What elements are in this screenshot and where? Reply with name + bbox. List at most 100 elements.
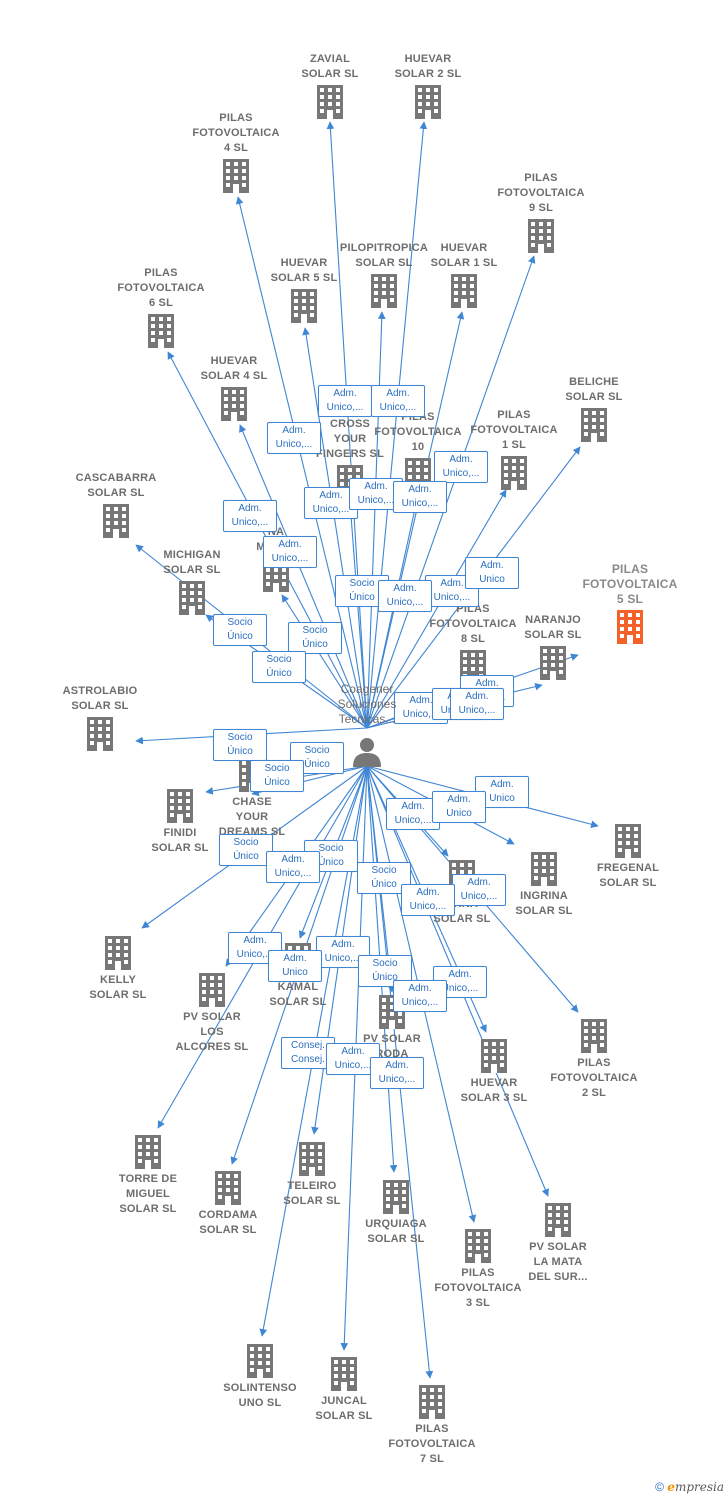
- role-label-huevar4[interactable]: Socio Único: [288, 622, 342, 654]
- role-label-huevar5[interactable]: Adm. Unico,...: [267, 422, 321, 454]
- building-icon[interactable]: [87, 717, 113, 751]
- building-icon[interactable]: [615, 824, 641, 858]
- center-node-label[interactable]: Coagener Soluciones Tecnicas...: [337, 682, 397, 726]
- company-label-solintenso[interactable]: SOLINTENSO UNO SL: [223, 1382, 297, 1409]
- building-icon[interactable]: [581, 408, 607, 442]
- company-label-cascabarra[interactable]: CASCABARRA SOLAR SL: [75, 472, 157, 499]
- building-icon[interactable]: [528, 219, 554, 253]
- building-icon[interactable]: [371, 274, 397, 308]
- company-label-pilas2[interactable]: PILAS FOTOVOLTAICA 2 SL: [550, 1057, 638, 1099]
- edge-huevar5: [302, 327, 368, 729]
- building-icon[interactable]: [481, 1039, 507, 1073]
- company-label-juncal[interactable]: JUNCAL SOLAR SL: [315, 1395, 373, 1422]
- building-icon[interactable]: [247, 1344, 273, 1378]
- role-label-huevar2[interactable]: Adm. Unico,...: [371, 385, 425, 417]
- company-label-pilas6[interactable]: PILAS FOTOVOLTAICA 6 SL: [117, 267, 205, 309]
- person-icon[interactable]: [352, 736, 382, 768]
- building-icon[interactable]: [581, 1019, 607, 1053]
- company-label-pilas5[interactable]: PILAS FOTOVOLTAICA 5 SL: [582, 562, 678, 606]
- company-label-finidi[interactable]: FINIDI SOLAR SL: [151, 827, 209, 854]
- role-label-huevar1[interactable]: Adm. Unico,...: [393, 481, 447, 513]
- building-icon[interactable]: [415, 85, 441, 119]
- role-label-kelly[interactable]: Socio Único: [219, 834, 273, 866]
- company-label-huevar3[interactable]: HUEVAR SOLAR 3 SL: [460, 1077, 528, 1104]
- company-label-michigan[interactable]: MICHIGAN SOLAR SL: [163, 549, 221, 576]
- building-icon[interactable]: [331, 1357, 357, 1391]
- company-label-pilas7[interactable]: PILAS FOTOVOLTAICA 7 SL: [388, 1423, 476, 1465]
- company-label-pilopitropica[interactable]: PILOPITROPICA SOLAR SL: [339, 242, 429, 269]
- company-label-ingrina[interactable]: INGRINA SOLAR SL: [515, 890, 573, 917]
- company-label-zavial[interactable]: ZAVIAL SOLAR SL: [301, 53, 359, 80]
- building-icon[interactable]: [291, 289, 317, 323]
- company-label-kamal[interactable]: KAMAL SOLAR SL: [269, 981, 327, 1008]
- building-icon[interactable]: [317, 85, 343, 119]
- company-label-cordama[interactable]: CORDAMA SOLAR SL: [198, 1209, 258, 1236]
- company-label-fregenal[interactable]: FREGENAL SOLAR SL: [596, 862, 660, 889]
- role-label-naments[interactable]: Adm. Unico,...: [263, 536, 317, 568]
- building-icon[interactable]: [383, 1180, 409, 1214]
- company-label-pilas1[interactable]: PILAS FOTOVOLTAICA 1 SL: [470, 409, 558, 451]
- company-label-torremiguel[interactable]: TORRE DE MIGUEL SOLAR SL: [118, 1173, 178, 1215]
- role-label-juncal[interactable]: Adm. Unico,...: [326, 1043, 380, 1075]
- company-label-pvsolaralcores[interactable]: PV SOLAR LOS ALCORES SL: [175, 1011, 249, 1053]
- building-icon[interactable]: [465, 1229, 491, 1263]
- company-label-crossyourfingers[interactable]: CROSS YOUR FINGERS SL: [315, 418, 384, 460]
- building-icon[interactable]: [105, 936, 131, 970]
- role-label-pilas9[interactable]: Adm. Unico,...: [378, 580, 432, 612]
- company-label-urquiaga[interactable]: URQUIAGA SOLAR SL: [365, 1218, 427, 1245]
- company-label-beliche[interactable]: BELICHE SOLAR SL: [565, 376, 623, 403]
- role-label-beliche[interactable]: Adm. Unico: [465, 557, 519, 589]
- building-icon[interactable]: [103, 504, 129, 538]
- company-label-pilas3[interactable]: PILAS FOTOVOLTAICA 3 SL: [434, 1267, 522, 1309]
- edge-zavial: [326, 121, 368, 729]
- edge-pilas4: [235, 196, 368, 729]
- company-label-pvsolarmata[interactable]: PV SOLAR LA MATA DEL SUR...: [528, 1241, 588, 1283]
- footer-brand[interactable]: © empresia: [655, 1480, 724, 1494]
- role-label-pilas6[interactable]: Adm. Unico,...: [223, 500, 277, 532]
- company-label-kelly[interactable]: KELLY SOLAR SL: [89, 974, 147, 1001]
- company-label-huevar2[interactable]: HUEVAR SOLAR 2 SL: [394, 53, 462, 80]
- company-label-huevar1[interactable]: HUEVAR SOLAR 1 SL: [430, 242, 498, 269]
- role-label-pilas5[interactable]: Adm. Unico,...: [450, 688, 504, 720]
- role-label-pilas10[interactable]: Adm. Unico,...: [434, 451, 488, 483]
- role-label-cascabarra[interactable]: Socio Único: [252, 651, 306, 683]
- role-label-kamal[interactable]: Adm. Unico,...: [266, 851, 320, 883]
- brand-name: empresia: [667, 1480, 724, 1494]
- edge-pilas1: [366, 489, 507, 729]
- company-label-huevar5[interactable]: HUEVAR SOLAR 5 SL: [270, 257, 338, 284]
- company-label-naranjo[interactable]: NARANJO SOLAR SL: [524, 614, 582, 641]
- company-label-huevar4[interactable]: HUEVAR SOLAR 4 SL: [200, 355, 268, 382]
- company-label-pilas4[interactable]: PILAS FOTOVOLTAICA 4 SL: [192, 112, 280, 154]
- building-icon[interactable]: [221, 387, 247, 421]
- building-icon[interactable]: [199, 973, 225, 1007]
- role-label-teleiro[interactable]: Adm. Unico: [268, 950, 322, 982]
- role-label-pilas2[interactable]: Adm. Unico,...: [452, 874, 506, 906]
- building-icon[interactable]: [617, 610, 643, 644]
- building-icon[interactable]: [299, 1142, 325, 1176]
- role-label-astrolabio[interactable]: Socio Único: [213, 729, 267, 761]
- building-icon[interactable]: [540, 646, 566, 680]
- building-icon[interactable]: [167, 789, 193, 823]
- role-label-huevar3[interactable]: Adm. Unico,...: [401, 884, 455, 916]
- building-icon[interactable]: [531, 852, 557, 886]
- role-label-pilas7[interactable]: Adm. Unico,...: [370, 1057, 424, 1089]
- building-icon[interactable]: [135, 1135, 161, 1169]
- role-label-michigan[interactable]: Socio Único: [213, 614, 267, 646]
- role-label-lucerna[interactable]: Adm. Unico,...: [386, 798, 440, 830]
- building-icon[interactable]: [223, 159, 249, 193]
- role-label-pilas3[interactable]: Adm. Unico,...: [393, 980, 447, 1012]
- role-label-ingrina[interactable]: Adm. Unico: [432, 791, 486, 823]
- building-icon[interactable]: [148, 314, 174, 348]
- role-label-zavial[interactable]: Adm. Unico,...: [318, 385, 372, 417]
- building-icon[interactable]: [451, 274, 477, 308]
- company-label-teleiro[interactable]: TELEIRO SOLAR SL: [283, 1180, 341, 1207]
- role-label-finidi[interactable]: Socio Único: [250, 760, 304, 792]
- company-label-pilas9[interactable]: PILAS FOTOVOLTAICA 9 SL: [497, 172, 585, 214]
- building-icon[interactable]: [419, 1385, 445, 1419]
- building-icon[interactable]: [501, 456, 527, 490]
- edge-huevar4: [239, 424, 368, 729]
- company-label-astrolabio[interactable]: ASTROLABIO SOLAR SL: [62, 685, 138, 712]
- building-icon[interactable]: [545, 1203, 571, 1237]
- building-icon[interactable]: [179, 581, 205, 615]
- building-icon[interactable]: [215, 1171, 241, 1205]
